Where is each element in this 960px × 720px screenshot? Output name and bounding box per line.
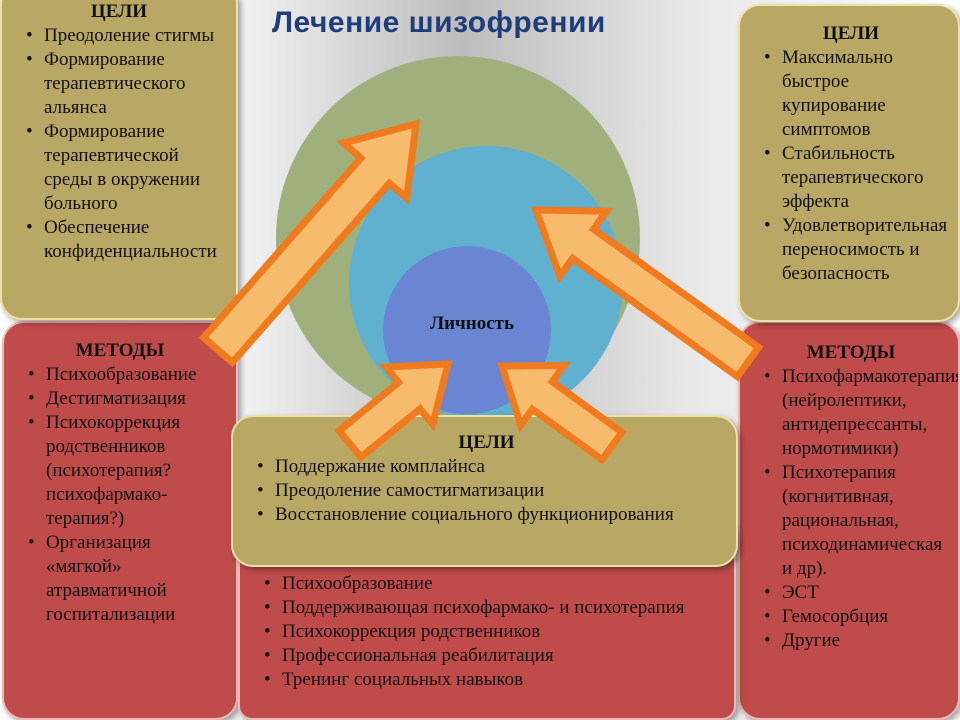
goal-item: Формирование терапевтического альянса: [16, 48, 222, 120]
goal-item: Преодоление стигмы: [16, 24, 222, 48]
method-item: Психофармакотерапия (нейролептики, антид…: [754, 365, 958, 461]
left-methods-heading: МЕТОДЫ: [75, 340, 165, 361]
goal-item: Преодоление самостигматизации: [247, 479, 726, 503]
method-item: Гемосорбция: [754, 605, 948, 629]
goal-item: Поддержание комплайнса: [247, 455, 726, 479]
method-item: Психотерапия (когнитивная, рациональная,…: [754, 461, 948, 581]
method-item: Другие: [754, 629, 948, 653]
goal-item: Максимально быстрое купирование симптомо…: [754, 46, 948, 142]
method-item: Организация «мягкой» атравматичной госпи…: [18, 531, 222, 627]
top-right-goals-heading: ЦЕЛИ: [822, 23, 880, 44]
method-item: Психообразование: [18, 363, 222, 387]
top-left-goals-heading: ЦЕЛИ: [90, 1, 148, 22]
arrow-icon: [334, 360, 453, 463]
goal-item: Удовлетворительная переносимость и безоп…: [754, 214, 948, 286]
top-right-goals-list: Максимально быстрое купирование симптомо…: [754, 46, 948, 286]
left-methods-list: ПсихообразованиеДестигматизацияПсихокорр…: [18, 363, 222, 627]
arrow-icon: [198, 119, 421, 368]
method-item: Психокоррекция родственников: [254, 620, 724, 644]
right-methods-box: МЕТОДЫ Психофармакотерапия (нейролептики…: [738, 321, 960, 720]
top-right-goals-box: ЦЕЛИ Максимально быстрое купирование сим…: [738, 4, 960, 322]
method-item: Поддерживающая психофармако- и психотера…: [254, 596, 724, 620]
goal-item: Обеспечение конфиденциальности: [16, 216, 222, 264]
method-item: Психообразование: [254, 572, 724, 596]
goal-item: Формирование терапевтической среды в окр…: [16, 120, 222, 216]
arrow-icon: [497, 361, 627, 465]
bottom-methods-list: ПсихообразованиеПоддерживающая психофарм…: [254, 572, 724, 692]
top-left-goals-list: Преодоление стигмыФормирование терапевти…: [16, 24, 222, 264]
method-item: Дестигматизация: [18, 387, 222, 411]
method-item: Профессиональная реабилитация: [254, 644, 724, 668]
method-item: ЭСТ: [754, 581, 948, 605]
top-left-goals-box: ЦЕЛИ Преодоление стигмыФормирование тера…: [0, 0, 238, 320]
left-methods-box: МЕТОДЫ ПсихообразованиеДестигматизацияПс…: [2, 321, 238, 720]
goal-item: Восстановление социального функционирова…: [247, 503, 726, 527]
center-label: Личность: [429, 313, 515, 334]
page-title: Лечение шизофрении: [272, 6, 606, 39]
center-goals-box: ЦЕЛИ Поддержание комплайнсаПреодоление с…: [231, 415, 738, 567]
arrow-icon: [530, 206, 764, 382]
center-goals-list: Поддержание комплайнсаПреодоление самост…: [247, 455, 726, 527]
method-item: Психокоррекция родственников (психотерап…: [18, 411, 222, 531]
goal-item: Стабильность терапевтического эффекта: [754, 142, 948, 214]
center-goals-heading: ЦЕЛИ: [458, 432, 515, 453]
right-methods-list: Психофармакотерапия (нейролептики, антид…: [754, 365, 958, 653]
method-item: Тренинг социальных навыков: [254, 668, 724, 692]
right-methods-heading: МЕТОДЫ: [806, 342, 896, 363]
